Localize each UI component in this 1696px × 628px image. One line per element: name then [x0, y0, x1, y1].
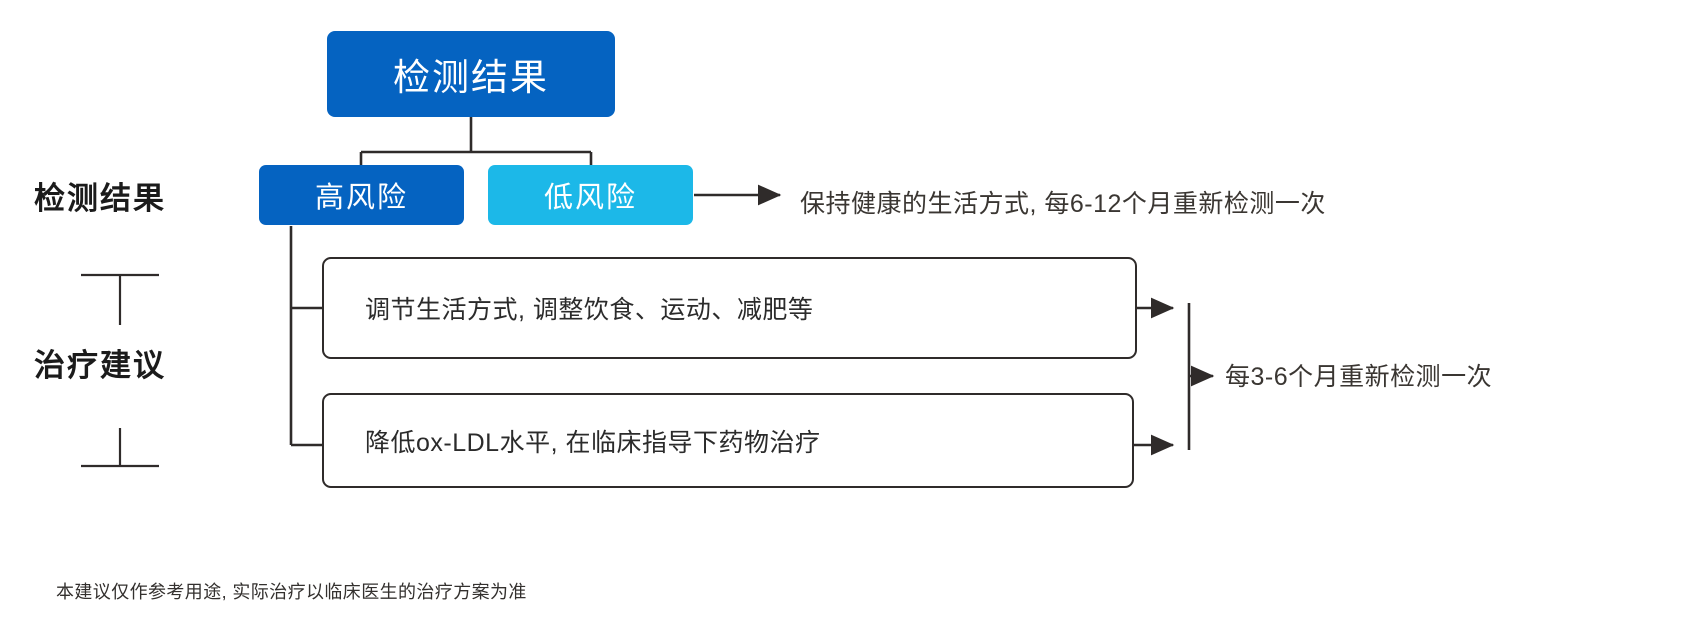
node-high-risk[interactable]: 高风险	[259, 165, 464, 225]
advice-box-medication[interactable]: 降低ox-LDL水平, 在临床指导下药物治疗	[322, 393, 1134, 488]
footer-disclaimer: 本建议仅作参考用途, 实际治疗以临床医生的治疗方案为准	[56, 582, 527, 602]
node-low-risk-label: 低风险	[543, 182, 637, 214]
section-label-test-results: 检测结果	[34, 181, 166, 216]
flow-text-high-risk-followup: 每3-6个月重新检测一次	[1225, 363, 1493, 391]
node-root-label: 检测结果	[393, 57, 549, 98]
node-low-risk[interactable]: 低风险	[488, 165, 693, 225]
flow-text-low-risk-followup: 保持健康的生活方式, 每6-12个月重新检测一次	[800, 190, 1326, 218]
node-test-result-root[interactable]: 检测结果	[327, 31, 615, 117]
node-high-risk-label: 高风险	[314, 182, 408, 214]
section-label-treatment-advice: 治疗建议	[34, 348, 166, 383]
advice-lifestyle-text: 调节生活方式, 调整饮食、运动、减肥等	[365, 296, 814, 324]
advice-box-lifestyle[interactable]: 调节生活方式, 调整饮食、运动、减肥等	[322, 257, 1137, 359]
advice-medication-text: 降低ox-LDL水平, 在临床指导下药物治疗	[365, 428, 821, 457]
